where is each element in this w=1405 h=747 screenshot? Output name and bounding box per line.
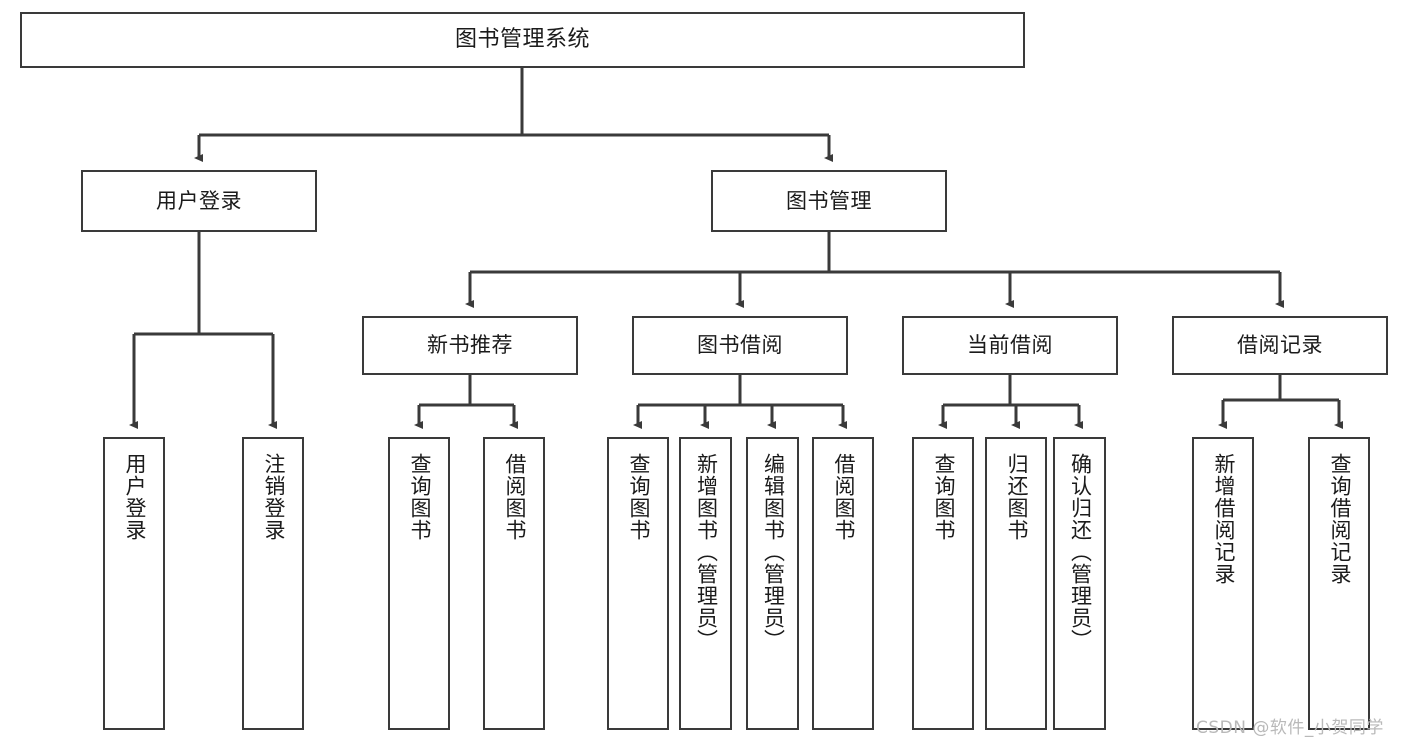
node-book-manage-label: 图书管理 [786, 188, 872, 213]
leaf-add-book[interactable]: 新增图书（管理员） [679, 437, 732, 730]
node-user-login[interactable]: 用户登录 [81, 170, 317, 232]
leaf-edit-book-label: 编辑图书（管理员） [761, 453, 786, 651]
leaf-user-login-label: 用户登录 [122, 453, 147, 541]
node-book-borrow[interactable]: 图书借阅 [632, 316, 848, 375]
leaf-query-book-2-label: 查询图书 [626, 453, 651, 541]
node-user-login-label: 用户登录 [156, 188, 242, 213]
leaf-query-book-1-label: 查询图书 [407, 453, 432, 541]
leaf-add-record[interactable]: 新增借阅记录 [1192, 437, 1254, 730]
node-new-book-rec-label: 新书推荐 [427, 333, 513, 358]
node-book-borrow-label: 图书借阅 [697, 333, 783, 358]
watermark: CSDN @软件_小贺同学 [1196, 718, 1384, 738]
leaf-borrow-book-1-label: 借阅图书 [502, 453, 527, 541]
node-borrow-record-label: 借阅记录 [1237, 333, 1323, 358]
leaf-confirm-return-label: 确认归还（管理员） [1068, 453, 1093, 651]
leaf-borrow-book-2-label: 借阅图书 [831, 453, 856, 541]
leaf-user-login[interactable]: 用户登录 [103, 437, 165, 730]
leaf-query-book-1[interactable]: 查询图书 [388, 437, 450, 730]
leaf-borrow-book-1[interactable]: 借阅图书 [483, 437, 545, 730]
leaf-query-book-3[interactable]: 查询图书 [912, 437, 974, 730]
leaf-confirm-return[interactable]: 确认归还（管理员） [1053, 437, 1106, 730]
node-current-borrow[interactable]: 当前借阅 [902, 316, 1118, 375]
leaf-borrow-book-2[interactable]: 借阅图书 [812, 437, 874, 730]
leaf-logout-label: 注销登录 [261, 453, 286, 541]
node-current-borrow-label: 当前借阅 [967, 333, 1053, 358]
leaf-return-book[interactable]: 归还图书 [985, 437, 1047, 730]
leaf-add-book-label: 新增图书（管理员） [694, 453, 719, 651]
node-book-manage[interactable]: 图书管理 [711, 170, 947, 232]
leaf-query-record-label: 查询借阅记录 [1327, 453, 1352, 585]
leaf-logout[interactable]: 注销登录 [242, 437, 304, 730]
node-root[interactable]: 图书管理系统 [20, 12, 1025, 68]
leaf-add-record-label: 新增借阅记录 [1211, 453, 1236, 585]
leaf-return-book-label: 归还图书 [1004, 453, 1029, 541]
node-new-book-rec[interactable]: 新书推荐 [362, 316, 578, 375]
leaf-query-record[interactable]: 查询借阅记录 [1308, 437, 1370, 730]
leaf-query-book-3-label: 查询图书 [931, 453, 956, 541]
leaf-query-book-2[interactable]: 查询图书 [607, 437, 669, 730]
node-root-label: 图书管理系统 [454, 27, 590, 53]
node-borrow-record[interactable]: 借阅记录 [1172, 316, 1388, 375]
leaf-edit-book[interactable]: 编辑图书（管理员） [746, 437, 799, 730]
